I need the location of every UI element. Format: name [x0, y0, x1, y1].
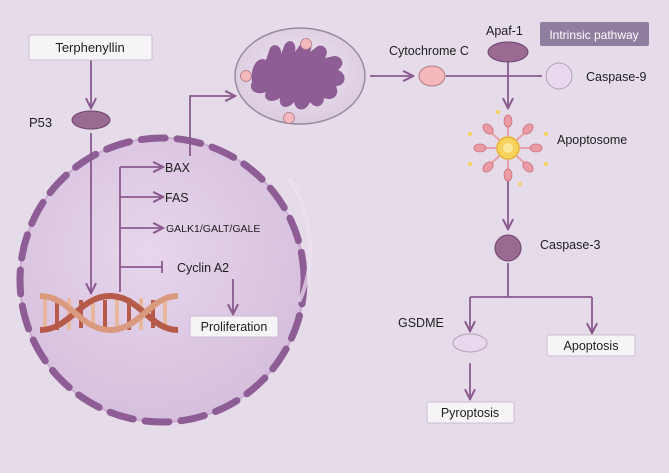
apaf1-label: Apaf-1: [486, 24, 523, 38]
caspase3-label: Caspase-3: [540, 238, 600, 252]
cyclin-a2-label: Cyclin A2: [177, 261, 229, 275]
proliferation-label: Proliferation: [201, 320, 268, 334]
cytochrome-c-protein: [418, 65, 446, 87]
terphenyllin-box: [28, 34, 153, 61]
dna-helix-icon: [39, 292, 179, 334]
apoptosome-icon: [468, 110, 548, 186]
apoptosis-box: [546, 334, 636, 357]
cytochrome-c-label: Cytochrome C: [389, 44, 469, 58]
caspase9-label: Caspase-9: [586, 70, 646, 84]
bax-label: BAX: [165, 161, 191, 175]
caspase3-protein: [494, 234, 522, 262]
apoptosis-label: Apoptosis: [564, 339, 619, 353]
gsdme-protein: [452, 333, 488, 353]
pyroptosis-label: Pyroptosis: [441, 406, 499, 420]
caspase9-protein: [545, 62, 573, 90]
mitochondrion-icon: [234, 27, 366, 125]
intrinsic-pathway-label: Intrinsic pathway: [549, 28, 638, 42]
proliferation-box: [189, 315, 279, 338]
apoptosome-label: Apoptosome: [557, 133, 627, 147]
galk-label: GALK1/GALT/GALE: [166, 223, 260, 235]
apaf1-protein: [487, 41, 529, 63]
p53-protein: [71, 110, 111, 130]
nucleus-icon: [16, 134, 313, 426]
connectors: [91, 60, 592, 398]
terphenyllin-label: Terphenyllin: [55, 40, 124, 55]
fas-label: FAS: [165, 191, 189, 205]
intrinsic-pathway-badge: [540, 22, 649, 46]
pyroptosis-box: [426, 401, 515, 424]
p53-label: P53: [29, 115, 52, 130]
arrow-bax-mitochondrion: [189, 96, 234, 156]
gsdme-label: GSDME: [398, 316, 444, 330]
